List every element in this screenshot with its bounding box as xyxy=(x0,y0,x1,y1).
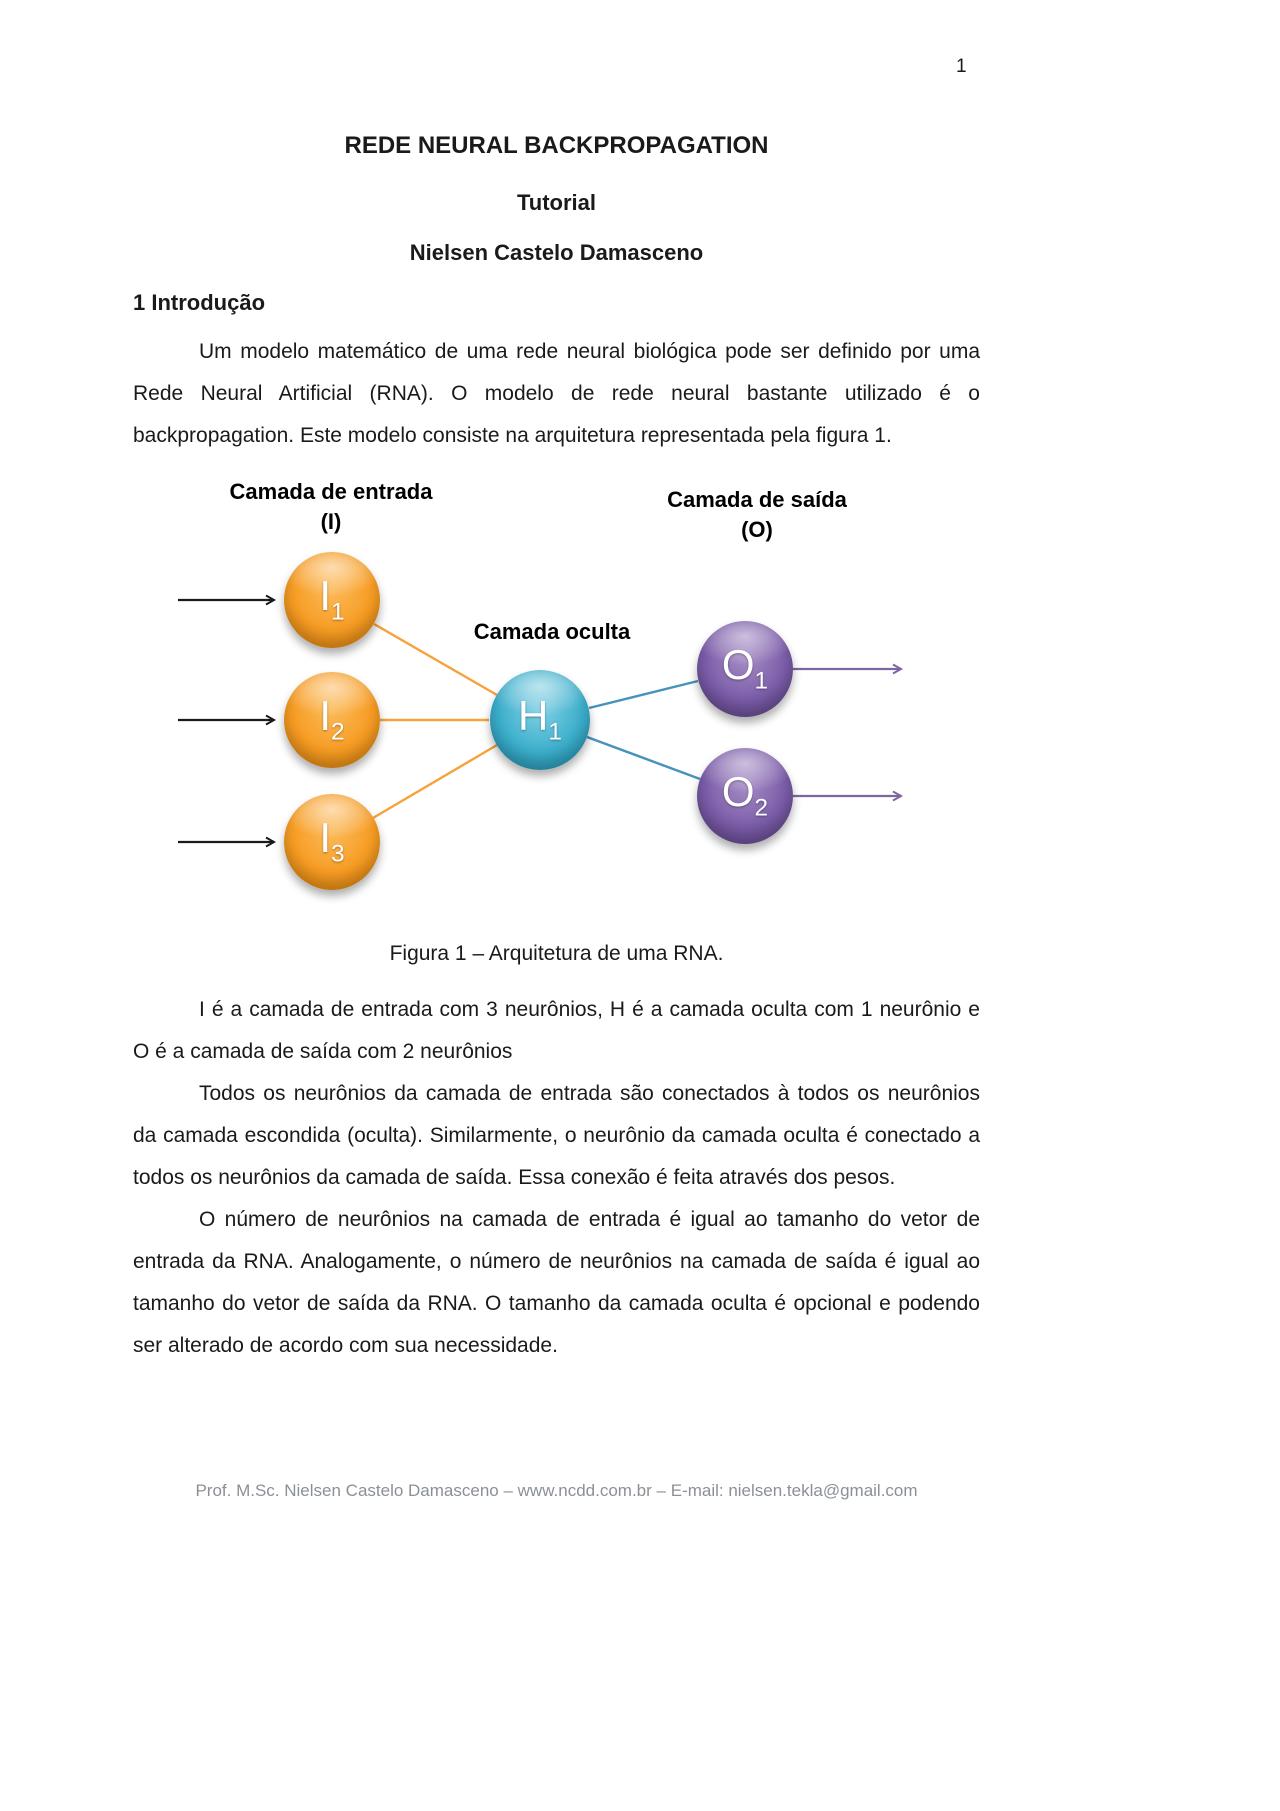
diagram-node-o1: O1 xyxy=(697,621,793,718)
input-layer-label: Camada de entrada (I) xyxy=(181,477,481,537)
page-number: 1 xyxy=(956,56,967,77)
node-i2-label: I2 xyxy=(319,692,345,746)
input-to-hidden-links xyxy=(372,623,498,820)
hidden-layer-label: Camada oculta xyxy=(402,617,702,647)
document-content: REDE NEURAL BACKPROPAGATION Tutorial Nie… xyxy=(133,0,980,1367)
output-layer-symbol: (O) xyxy=(741,517,773,543)
diagram-node-i1: I1 xyxy=(284,552,380,649)
page-footer: Prof. M.Sc. Nielsen Castelo Damasceno – … xyxy=(195,1481,918,1500)
diagram-node-h1: H1 xyxy=(490,670,590,771)
diagram-connections xyxy=(178,594,904,848)
diagram-node-i3: I3 xyxy=(284,794,380,891)
section-heading-introducao: 1 Introdução xyxy=(133,290,266,316)
input-layer-symbol: (I) xyxy=(320,509,342,535)
paragraph-sizes: O número de neurônios na camada de entra… xyxy=(133,1207,980,1357)
node-i3-label: I3 xyxy=(319,814,345,868)
output-arrows xyxy=(793,663,904,802)
node-i1-label: I1 xyxy=(319,572,345,626)
node-h1-label: H1 xyxy=(518,692,562,746)
document-subtitle: Tutorial xyxy=(516,189,597,215)
figure-rna-architecture: Camada de entrada (I) Camada de saída (O… xyxy=(133,477,980,917)
input-arrows xyxy=(178,594,277,848)
paragraph-neurons: I é a camada de entrada com 3 neurônios,… xyxy=(133,997,980,1063)
document-title: REDE NEURAL BACKPROPAGATION xyxy=(344,132,769,159)
figure-caption: Figura 1 – Arquitetura de uma RNA. xyxy=(389,942,724,966)
intro-paragraph: Um modelo matemático de uma rede neural … xyxy=(133,340,980,448)
diagram-node-o2: O2 xyxy=(697,748,793,845)
paragraph-connections: Todos os neurônios da camada de entrada … xyxy=(133,1081,980,1189)
diagram-node-i2: I2 xyxy=(284,672,380,769)
hidden-layer-label-text: Camada oculta xyxy=(473,619,631,645)
node-o2-label: O2 xyxy=(721,768,769,822)
document-author: Nielsen Castelo Damasceno xyxy=(409,239,704,265)
node-o1-label: O1 xyxy=(721,641,769,695)
hidden-to-output-links xyxy=(586,680,701,781)
output-layer-label-text: Camada de saída xyxy=(667,487,847,513)
input-layer-label-text: Camada de entrada xyxy=(229,479,433,505)
output-layer-label: Camada de saída (O) xyxy=(607,485,907,545)
